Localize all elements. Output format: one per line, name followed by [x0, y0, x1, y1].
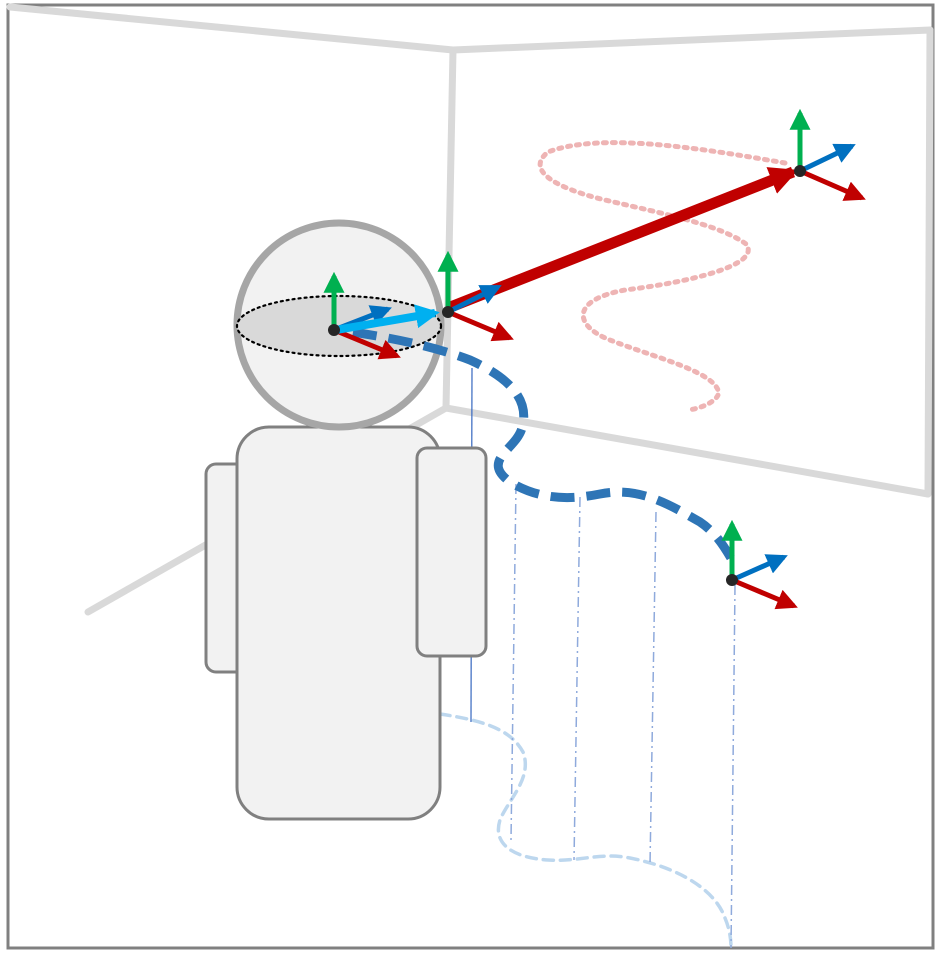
xyz-axes-icon: [789, 108, 866, 201]
hand-path-floor-projection: [438, 712, 733, 950]
hand-x-axis-arrow: [731, 577, 798, 610]
person-right-arm: [415, 446, 488, 658]
xyz-axes-icon: [721, 519, 798, 610]
head-origin-point: [328, 324, 340, 336]
room-ceiling-edge-left: [6, 3, 457, 54]
target-z-axis-arrow: [798, 143, 856, 174]
target-x-axis-arrow: [799, 168, 866, 201]
room-ceiling-edge-right: [449, 26, 934, 54]
hand-trajectory-path: [352, 327, 736, 563]
room-floor-edge-right: [442, 404, 932, 498]
target-origin-point: [794, 165, 806, 177]
wall-x-axis-arrow: [447, 309, 514, 342]
head-x-axis-arrow: [333, 327, 401, 360]
wall-origin-point: [442, 306, 454, 318]
hand-z-axis-arrow: [730, 554, 788, 583]
target-trajectory-faded: [537, 140, 788, 413]
room-right-wall-edge: [924, 26, 934, 498]
person-torso: [235, 425, 442, 821]
gaze-pointer-arrow: [335, 304, 440, 334]
gaze-ray-arrow: [445, 166, 799, 314]
projection-line: [730, 584, 736, 949]
projection-line: [573, 496, 581, 861]
projection-line: [649, 511, 657, 866]
hand-origin-point: [726, 574, 738, 586]
wall-z-axis-arrow: [446, 284, 502, 315]
person-icon: [204, 219, 488, 821]
xyz-axes-icon: [437, 250, 514, 342]
